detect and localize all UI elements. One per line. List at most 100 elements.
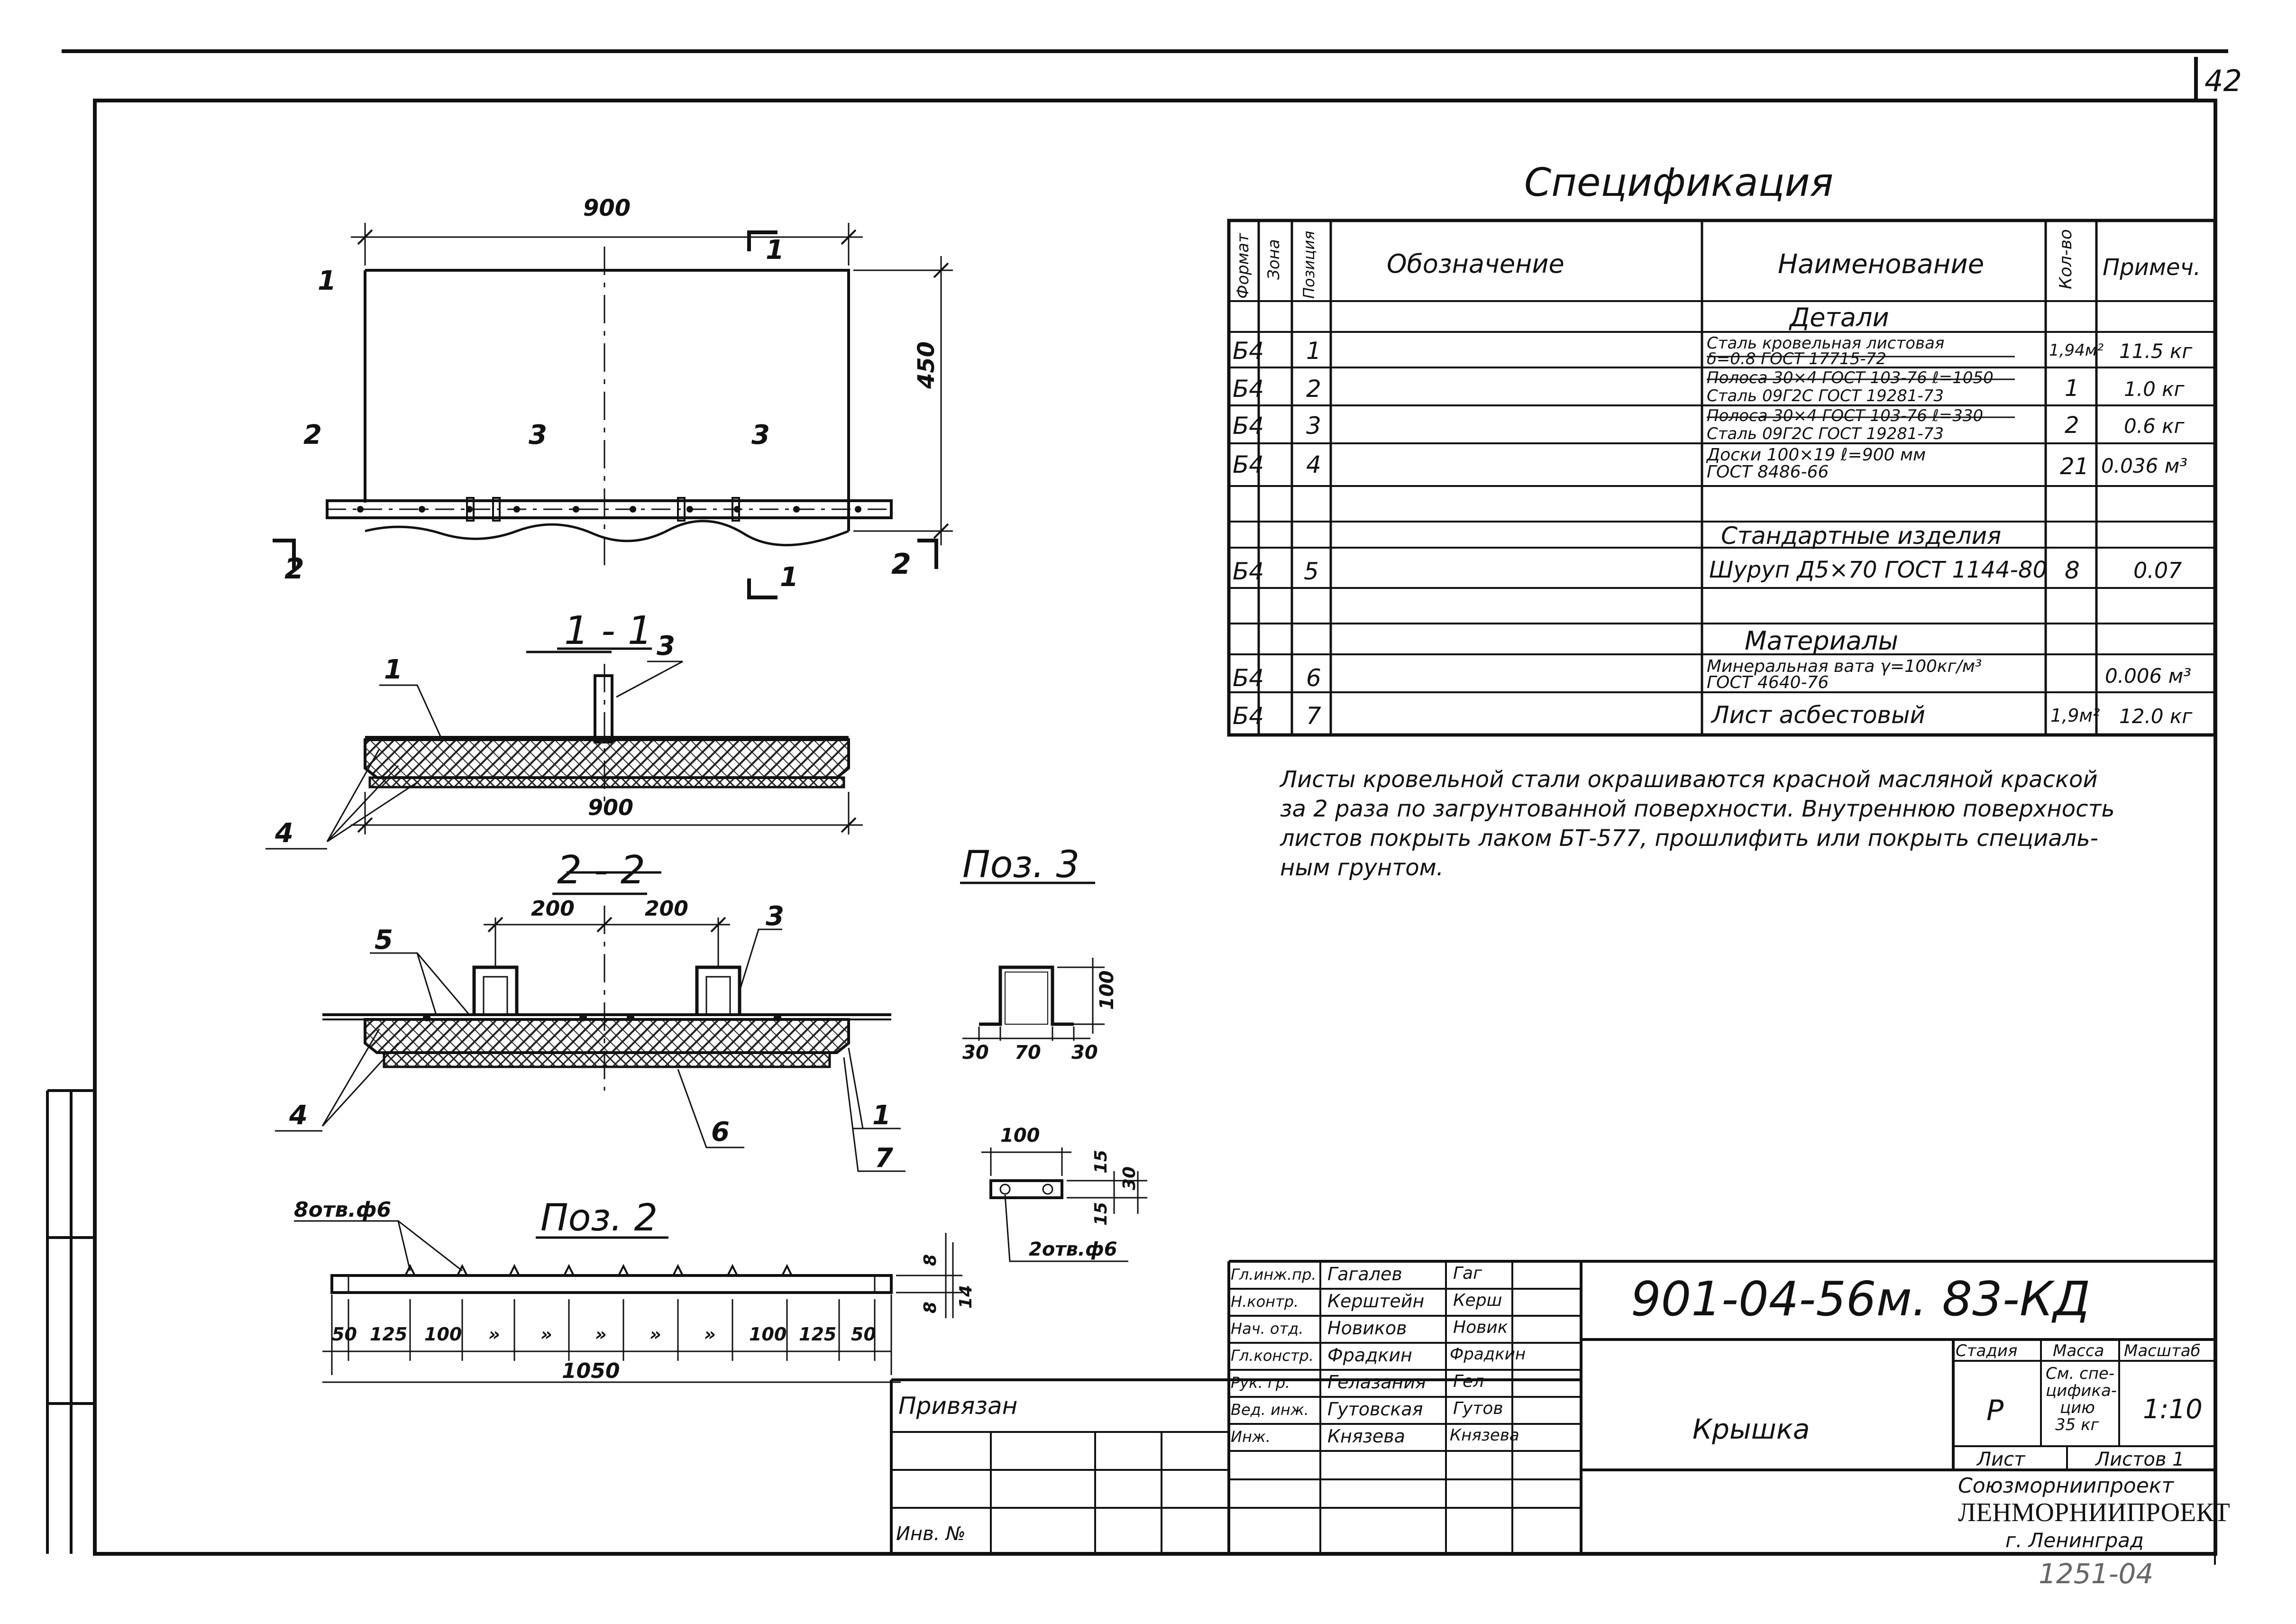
spec-row-5-format: Б4 — [1233, 558, 1264, 585]
pos3-dim-15b: 15 — [1091, 1202, 1111, 1226]
pos2-dim-0: 50 — [332, 1324, 357, 1345]
leader-s22-3: 3 — [766, 901, 784, 932]
spec-row-1-name1: Сталь кровельная листовая — [1707, 334, 1945, 353]
spec-section-standard: Стандартные изделия — [1721, 522, 2002, 550]
title-block-people-5-name: Гутовская — [1327, 1399, 1423, 1420]
spec-row-7-format: Б4 — [1233, 702, 1264, 730]
leader-s22-1: 1 — [872, 1100, 891, 1131]
spec-row-6-pos: 6 — [1306, 664, 1321, 692]
spec-row-3-name1: Полоса 30×4 ГОСТ 103-76 ℓ=330 — [1707, 406, 1984, 425]
section-2-2-title: 2 - 2 — [557, 848, 646, 893]
section-mark-2-left: 2 — [284, 552, 304, 586]
org-line-1: Союзморниипроект — [1958, 1474, 2174, 1498]
spec-row-7-name1: Лист асбестовый — [1711, 701, 1925, 729]
pos3-dim-30: 30 — [1120, 1166, 1139, 1190]
plan-dim-width: 900 — [583, 195, 631, 221]
title-block-people-0-sign: Гаг — [1453, 1264, 1482, 1283]
title-block-inv: Инв. № — [896, 1523, 966, 1545]
leader-s22-7: 7 — [875, 1143, 893, 1174]
spec-title: Спецификация — [1524, 160, 1834, 205]
leader-plan-3a: 3 — [529, 420, 547, 450]
pos2-dim-6: » — [649, 1324, 661, 1345]
org-line-3: г. Ленинград — [2005, 1529, 2144, 1552]
title-block-people-3-role: Гл.констр. — [1231, 1347, 1314, 1365]
title-block-people-2-name: Новиков — [1327, 1318, 1407, 1339]
pos2-dim-4: » — [540, 1324, 552, 1345]
spec-row-5-note: 0.07 — [2133, 558, 2182, 583]
scale-header: Масштаб — [2124, 1341, 2201, 1360]
stage-header: Стадия — [1956, 1341, 2018, 1360]
pos3-title: Поз. 3 — [962, 844, 1080, 886]
spec-header-format: Формат — [1234, 233, 1253, 299]
title-block-people-6-name: Князева — [1327, 1426, 1405, 1447]
spec-row-1-name2: δ=0.8 ГОСТ 17715-72 — [1707, 349, 1886, 368]
title-block-people-6-role: Инж. — [1231, 1428, 1271, 1446]
pos3-dim-15a: 15 — [1091, 1149, 1111, 1174]
pos2-h14: 14 — [956, 1285, 976, 1309]
spec-row-2-name2: Сталь 09Г2С ГОСТ 19281-73 — [1707, 386, 1944, 405]
leader-s11-4: 4 — [275, 818, 293, 849]
title-block-people-0-name: Гагалев — [1327, 1264, 1402, 1285]
pos3-dim-30b: 30 — [1071, 1042, 1098, 1064]
leader-plan-3b: 3 — [751, 420, 770, 450]
stage-value: Р — [1986, 1394, 2004, 1427]
title-block-people-4-role: Рук. гр. — [1231, 1374, 1290, 1392]
object-name: Крышка — [1692, 1413, 1810, 1445]
mass-line-1: См. спе- — [2046, 1364, 2115, 1383]
section-mark-1-bottom: 1 — [780, 562, 798, 593]
title-block-people-6-sign: Князева — [1450, 1426, 1519, 1445]
title-block-people-0-role: Гл.инж.пр. — [1231, 1266, 1317, 1284]
title-block-people-5-role: Вед. инж. — [1231, 1401, 1309, 1419]
leader-plan-1: 1 — [318, 266, 336, 296]
spec-row-4-name1: Доски 100×19 ℓ=900 мм — [1707, 445, 1926, 465]
spec-row-4-pos: 4 — [1306, 451, 1321, 478]
pos3-dim-70: 70 — [1015, 1042, 1041, 1064]
mass-line-2: цифика- — [2046, 1381, 2117, 1400]
pos2-holes: 8отв.ф6 — [294, 1198, 392, 1222]
leader-s22-6: 6 — [711, 1117, 730, 1147]
leader-s22-5: 5 — [375, 925, 393, 955]
spec-header-name: Наименование — [1778, 249, 1985, 280]
note-line-2: за 2 раза по загрунтованной поверхности.… — [1280, 796, 2115, 822]
title-block-people-4-sign: Гел — [1453, 1372, 1484, 1391]
title-block-people-2-role: Нач. отд. — [1231, 1320, 1304, 1338]
title-block-people-5-sign: Гутов — [1453, 1399, 1503, 1418]
pos3-dim-30a: 30 — [962, 1042, 989, 1064]
leader-s11-1: 1 — [384, 654, 402, 685]
note-line-3: листов покрыть лаком БТ-577, прошлифить … — [1280, 825, 2098, 852]
leader-s11-3: 3 — [657, 631, 675, 661]
spec-section-materials: Материалы — [1745, 626, 1898, 656]
sheet-number: 42 — [2205, 64, 2242, 98]
plan-dim-height: 450 — [913, 341, 940, 389]
section-1-1-dim: 900 — [588, 795, 634, 820]
spec-row-2-note: 1.0 кг — [2124, 377, 2185, 401]
pos3-holes: 2отв.ф6 — [1029, 1239, 1117, 1260]
spec-row-1-format: Б4 — [1233, 337, 1264, 365]
spec-header-zone: Зона — [1264, 239, 1283, 280]
pos2-dim-5: » — [595, 1324, 607, 1345]
pos3-dim-100h: 100 — [1000, 1125, 1040, 1147]
title-block-people-3-name: Фрадкин — [1327, 1345, 1412, 1366]
section-1-1-title: 1 - 1 — [564, 608, 653, 653]
spec-row-3-qty: 2 — [2065, 412, 2079, 439]
spec-row-1-qty: 1,94м² — [2049, 341, 2104, 360]
pos2-dim-1: 125 — [370, 1324, 408, 1345]
section-2-2-dim-b: 200 — [645, 897, 688, 921]
spec-row-3-note: 0.6 кг — [2124, 414, 2185, 438]
spec-row-2-pos: 2 — [1306, 375, 1321, 403]
spec-section-parts: Детали — [1790, 303, 1889, 332]
title-block-people-3-sign: Фрадкин — [1450, 1345, 1526, 1364]
leader-s22-4: 4 — [289, 1100, 308, 1131]
spec-row-5-pos: 5 — [1304, 558, 1319, 585]
pos2-dim-3: » — [488, 1324, 500, 1345]
spec-row-4-format: Б4 — [1233, 451, 1264, 478]
spec-row-2-format: Б4 — [1233, 375, 1264, 403]
spec-row-4-note: 0.036 м³ — [2101, 454, 2188, 477]
title-block-people-1-name: Керштейн — [1327, 1291, 1425, 1312]
note-line-4: ным грунтом. — [1280, 854, 1444, 881]
title-block-people-4-name: Гелазания — [1327, 1372, 1427, 1393]
spec-row-6-note: 0.006 м³ — [2105, 664, 2192, 688]
spec-row-4-name2: ГОСТ 8486-66 — [1707, 462, 1829, 482]
spec-row-7-pos: 7 — [1306, 702, 1321, 730]
